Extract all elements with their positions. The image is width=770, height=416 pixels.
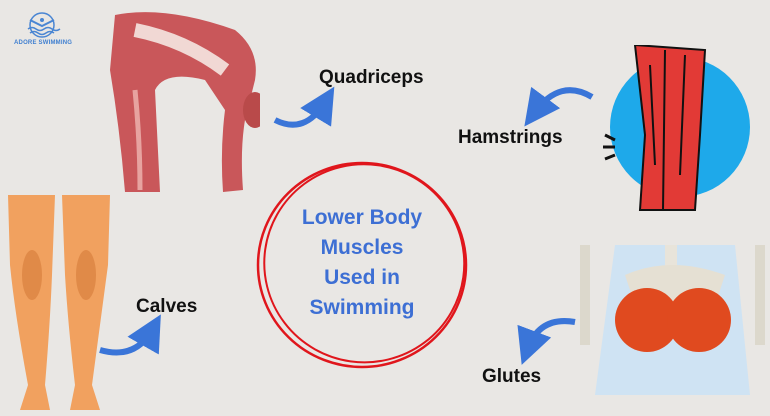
label-quadriceps: Quadriceps [319,67,424,88]
hamstrings-illustration [603,45,750,211]
title-line: Used in [324,266,400,289]
swimmer-logo-icon [27,12,61,38]
arrow-hamstrings-icon [524,86,594,127]
logo-text: ADORE SWIMMING [14,40,73,46]
calves-illustration [8,195,110,410]
arrow-quadriceps-icon [273,86,335,128]
arrow-glutes-icon [517,318,576,365]
arrow-calves-icon [99,314,161,356]
title-line: Swimming [309,296,415,319]
label-hamstrings: Hamstrings [458,127,563,148]
title-line: Lower Body [301,206,423,229]
label-glutes: Glutes [482,366,542,387]
label-calves: Calves [136,296,198,317]
quadriceps-illustration [110,12,260,193]
center-title: Lower Body Muscles Used in Swimming [262,203,462,323]
title-line: Muscles [320,236,404,259]
glutes-illustration [580,245,765,395]
red-circle-scribble [256,161,468,369]
